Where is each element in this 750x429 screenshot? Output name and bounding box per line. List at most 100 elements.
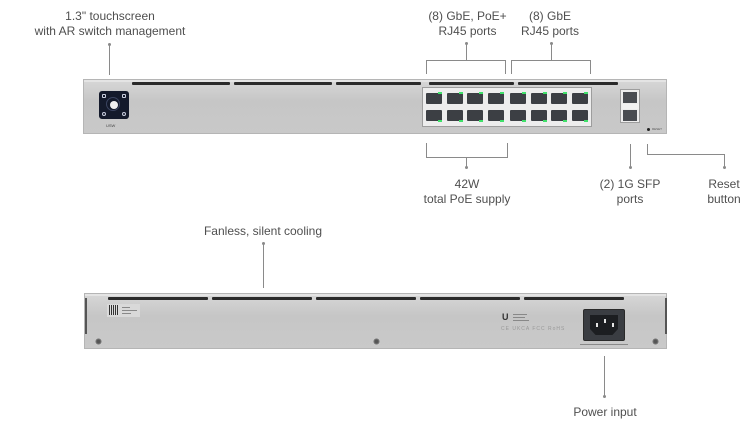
- touchscreen-center-button[interactable]: [110, 101, 118, 109]
- rj45-port[interactable]: [446, 92, 463, 104]
- poe-supply-callout: 42W total PoE supply: [407, 177, 527, 207]
- vent-slot: [336, 82, 421, 85]
- screw: [373, 338, 380, 345]
- gbe-ports-callout-line2: RJ45 ports: [520, 24, 580, 38]
- regulatory-text: [513, 320, 529, 321]
- power-pointer-dot: [603, 395, 606, 398]
- rj45-port[interactable]: [551, 110, 567, 122]
- rj45-port[interactable]: [510, 92, 526, 104]
- rj45-port[interactable]: [530, 92, 547, 104]
- rj45-port[interactable]: [487, 110, 504, 122]
- touchscreen-pointer-line: [109, 44, 110, 75]
- rj45-port[interactable]: [467, 92, 483, 104]
- poe-ports-bracket-left: [426, 60, 427, 74]
- rear-right-edge: [665, 298, 667, 334]
- screw: [95, 338, 102, 345]
- power-inlet-socket: [590, 315, 618, 335]
- rj45-port[interactable]: [571, 110, 588, 122]
- rj45-port[interactable]: [530, 110, 547, 122]
- touchscreen-ring: [106, 97, 120, 111]
- switch-rear-panel: U CE UKCA FCC RoHS: [84, 293, 667, 349]
- port-led: [479, 92, 483, 94]
- port-led: [438, 120, 442, 122]
- vent-slot: [518, 82, 618, 85]
- power-rating-text: [580, 344, 628, 345]
- gbe-ports-bracket-left: [511, 60, 512, 74]
- reset-button[interactable]: [647, 128, 650, 131]
- rj45-port[interactable]: [426, 110, 442, 122]
- poe-ports-callout-line1: (8) GbE, PoE+: [428, 9, 507, 23]
- power-callout-line1: Power input: [573, 405, 637, 419]
- poe-supply-callout-line2: total PoE supply: [423, 192, 511, 206]
- reset-callout-line2: button: [707, 192, 741, 206]
- touchscreen-callout-line2: with AR switch management: [34, 24, 186, 38]
- power-pointer-line: [604, 356, 605, 396]
- poe-ports-bracket-stem: [466, 43, 467, 60]
- rj45-port-block: [422, 87, 592, 127]
- port-led: [522, 120, 526, 122]
- reset-pointer-vertical: [647, 144, 648, 155]
- reset-label: RESET: [652, 127, 663, 131]
- rj45-port[interactable]: [467, 110, 483, 122]
- sticker-text: [122, 310, 137, 311]
- vent-slot: [316, 297, 416, 300]
- port-led: [438, 92, 442, 94]
- port-led: [522, 92, 526, 94]
- poe-supply-callout-line1: 42W: [454, 177, 480, 191]
- port-led: [583, 120, 588, 122]
- poe-ports-bracket: [426, 60, 506, 61]
- power-pin: [612, 323, 614, 327]
- sfp-port-block: [620, 89, 640, 123]
- certification-marks: CE UKCA FCC RoHS: [501, 326, 566, 332]
- screen-icon-topright: [122, 94, 126, 98]
- rj45-port[interactable]: [487, 92, 504, 104]
- sticker-text: [122, 307, 130, 308]
- sfp-ports-callout: (2) 1G SFP ports: [590, 177, 670, 207]
- sfp-pointer-dot: [629, 166, 632, 169]
- sfp-port-1[interactable]: [623, 92, 637, 103]
- sticker-text: [122, 313, 131, 314]
- power-pin: [604, 319, 606, 323]
- port-led: [563, 120, 567, 122]
- poe-supply-bracket-left: [426, 143, 427, 157]
- poe-ports-callout-line2: RJ45 ports: [438, 24, 497, 38]
- rj45-port[interactable]: [571, 92, 588, 104]
- cooling-callout-line1: Fanless, silent cooling: [203, 224, 323, 238]
- reset-pointer-horizontal: [647, 154, 725, 155]
- gbe-ports-bracket-stem: [551, 43, 552, 60]
- touchscreen-display[interactable]: [99, 91, 129, 119]
- power-callout: Power input: [555, 405, 655, 420]
- touchscreen-callout-line1: 1.3" touchscreen: [65, 9, 155, 23]
- rear-left-edge: [85, 298, 87, 334]
- power-pin: [596, 323, 598, 327]
- vent-slot: [524, 297, 624, 300]
- chassis-top-edge: [85, 294, 666, 296]
- ubiquiti-logo: U: [502, 312, 509, 322]
- poe-ports-callout: (8) GbE, PoE+ RJ45 ports: [410, 9, 525, 39]
- touchscreen-callout: 1.3" touchscreen with AR switch manageme…: [20, 9, 200, 39]
- cooling-callout: Fanless, silent cooling: [188, 224, 338, 239]
- model-label: USW: [106, 123, 116, 128]
- poe-supply-stem: [466, 157, 467, 167]
- rj45-port[interactable]: [426, 92, 442, 104]
- sfp-ports-callout-line1: (2) 1G SFP: [599, 177, 661, 191]
- port-led: [458, 120, 463, 122]
- gbe-ports-callout-line1: (8) GbE: [528, 9, 571, 23]
- sfp-port-2[interactable]: [623, 110, 637, 121]
- gbe-ports-bracket-right: [590, 60, 591, 74]
- vent-slot: [420, 297, 520, 300]
- reset-pointer-drop: [724, 154, 725, 167]
- power-inlet[interactable]: [583, 309, 625, 341]
- sfp-pointer-line: [630, 144, 631, 168]
- screen-icon-bottomright: [122, 112, 126, 116]
- screen-icon-topleft: [102, 94, 106, 98]
- rj45-port[interactable]: [510, 110, 526, 122]
- gbe-ports-callout: (8) GbE RJ45 ports: [505, 9, 595, 39]
- cooling-pointer-line: [263, 243, 264, 288]
- poe-ports-bracket-right: [505, 60, 506, 74]
- screen-icon-bottomleft: [102, 112, 106, 116]
- rj45-port[interactable]: [446, 110, 463, 122]
- rj45-port[interactable]: [551, 92, 567, 104]
- reset-callout: Reset button: [695, 177, 750, 207]
- vent-slot: [132, 82, 230, 85]
